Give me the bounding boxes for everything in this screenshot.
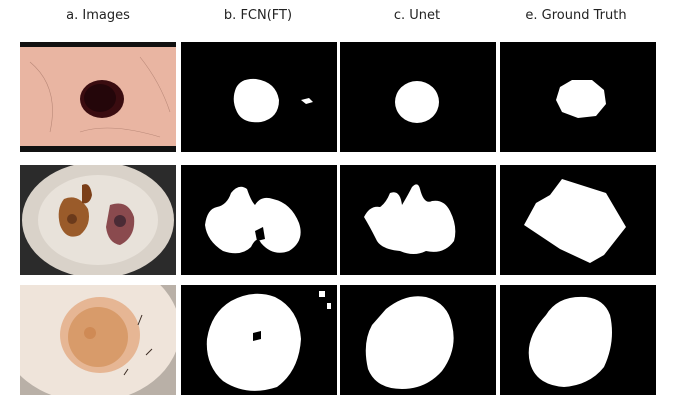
- fcn-mask-3: [181, 285, 337, 395]
- unet-mask-1: [340, 42, 496, 152]
- ground-truth-mask-3: [500, 285, 656, 395]
- unet-mask-2: [340, 165, 496, 275]
- header-ground-truth: e. Ground Truth: [525, 8, 627, 23]
- fcn-mask-1: [181, 42, 337, 152]
- header-fcn: b. FCN(FT): [223, 8, 293, 23]
- header-images: a. Images: [66, 8, 130, 23]
- skin-lesion-photo-1: [20, 42, 176, 152]
- ground-truth-mask-2: [500, 165, 656, 275]
- fcn-mask-2: [181, 165, 337, 275]
- unet-mask-3: [340, 285, 496, 395]
- ground-truth-mask-1: [500, 42, 656, 152]
- skin-lesion-photo-2: [20, 165, 176, 275]
- skin-lesion-photo-3: [20, 285, 176, 395]
- header-unet: c. Unet: [393, 8, 441, 23]
